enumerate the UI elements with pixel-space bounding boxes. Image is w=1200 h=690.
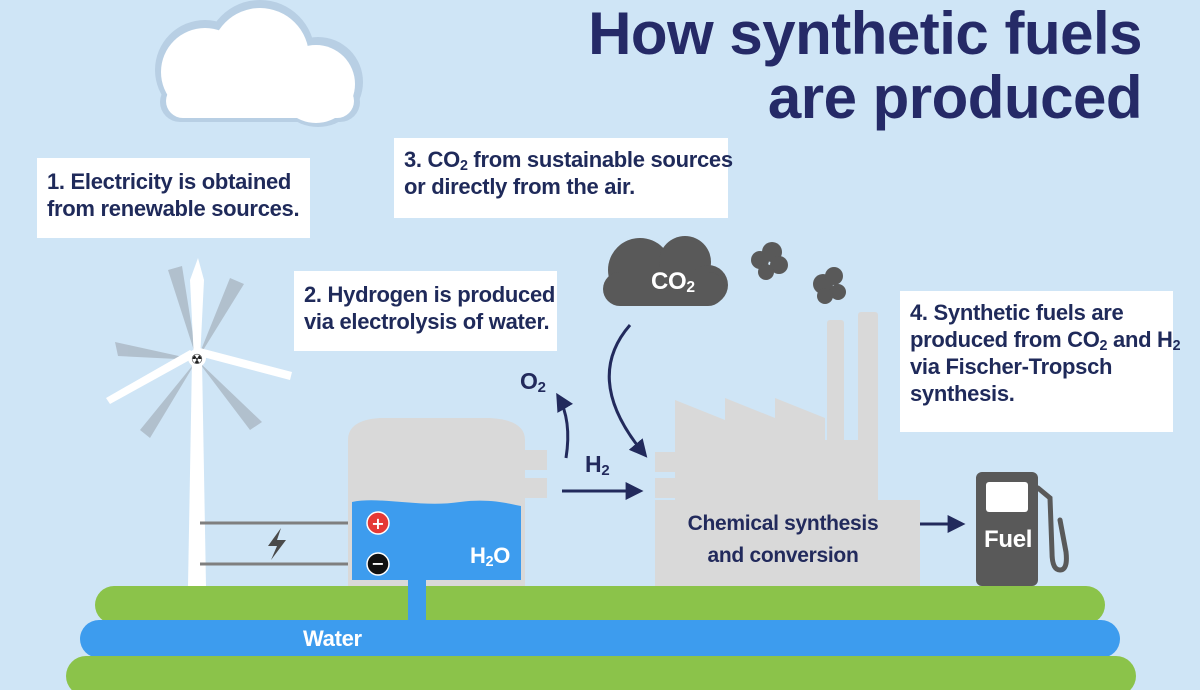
svg-text:−: −: [371, 554, 384, 573]
fuel-label: Fuel: [984, 526, 1033, 553]
water-label: Water: [303, 626, 362, 651]
step-4-box: 4. Synthetic fuels are produced from CO2…: [900, 291, 1181, 432]
synthesis-line-2: and conversion: [707, 544, 859, 567]
water-channel: [80, 620, 1120, 658]
electrolyzer-icon: [348, 418, 547, 624]
o2-label: O2: [520, 368, 546, 396]
title-line-1: How synthetic fuels: [588, 0, 1142, 67]
step-3-box: 3. CO2 from sustainable sources or direc…: [394, 138, 733, 218]
synthesis-line-1: Chemical synthesis: [687, 512, 879, 535]
h2-label: H2: [585, 451, 610, 479]
step-4-line-3: via Fischer-Tropsch: [910, 354, 1113, 379]
co2-cloud-icon: [603, 236, 728, 306]
page-title: How synthetic fuels are produced: [588, 2, 1142, 130]
cloud-icon: [155, 0, 363, 127]
co2-arrow: [607, 324, 648, 458]
step-1-line-1: 1. Electricity is obtained: [47, 169, 292, 194]
positive-terminal: +: [366, 511, 390, 535]
svg-text:+: +: [371, 514, 384, 533]
lightning-icon: [268, 528, 286, 560]
step-1-line-2: from renewable sources.: [47, 196, 300, 221]
negative-terminal: −: [366, 552, 390, 576]
co2-cloud-label: CO2: [651, 268, 695, 297]
step-3-line-1: 3. CO2 from sustainable sources: [404, 147, 733, 174]
step-3-line-2: or directly from the air.: [404, 174, 635, 199]
svg-text:☢: ☢: [191, 352, 204, 368]
title-line-2: are produced: [767, 64, 1143, 131]
wind-turbine-icon: ☢: [106, 258, 292, 586]
step-4-line-2: produced from CO2 and H2: [910, 327, 1181, 354]
h2o-label: H2O: [470, 543, 511, 570]
step-2-line-1: 2. Hydrogen is produced: [304, 282, 556, 307]
step-1-box: 1. Electricity is obtained from renewabl…: [37, 158, 310, 238]
smoke-icon: [751, 242, 846, 304]
step-2-box: 2. Hydrogen is produced via electrolysis…: [294, 271, 557, 351]
step-2-line-2: via electrolysis of water.: [304, 309, 550, 334]
grass-strip-bottom: [66, 656, 1136, 690]
step-4-line-4: synthesis.: [910, 381, 1015, 406]
step-4-line-1: 4. Synthetic fuels are: [910, 300, 1124, 325]
synthesis-label: Chemical synthesis and conversion: [683, 508, 883, 572]
factory-icon: [655, 312, 920, 586]
o2-arrow: [556, 392, 574, 459]
grass-strip-top: [95, 586, 1105, 624]
fuel-pump-icon: [976, 472, 1069, 586]
